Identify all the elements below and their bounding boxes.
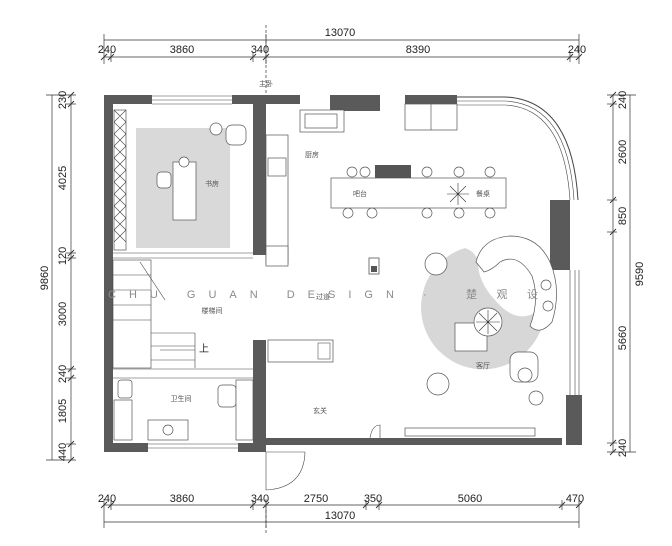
- dim-left-2: 120: [57, 247, 69, 265]
- dim-right-1: 2600: [617, 140, 629, 164]
- label-living-room: 客厅: [476, 361, 490, 370]
- bath-door: [369, 424, 381, 439]
- bathroom-fixtures: [113, 379, 254, 441]
- curved-sofa: [475, 235, 557, 331]
- label-study: 书房: [205, 179, 219, 188]
- side-table-icon: [528, 390, 544, 406]
- armchair-1: [424, 252, 448, 276]
- dim-bottom-total: 13070: [325, 510, 356, 522]
- curved-window: [457, 96, 579, 201]
- label-stair-room: 楼梯间: [202, 306, 223, 315]
- dim-left-6: 440: [57, 443, 69, 461]
- walls: [104, 95, 582, 452]
- dim-bottom-0: 240: [98, 493, 116, 505]
- shoe-cabinet: [267, 339, 334, 363]
- dim-right-4: 240: [617, 439, 629, 457]
- dim-bottom-5: 5060: [458, 493, 482, 505]
- study-chair: [156, 171, 172, 189]
- dim-left-5: 1805: [57, 399, 69, 423]
- right-window: [569, 270, 580, 395]
- dim-bottom-2: 340: [251, 493, 269, 505]
- tv-cabinet: [404, 427, 536, 437]
- bathroom-window: [148, 443, 238, 449]
- label-dining-table: 餐桌: [476, 189, 490, 198]
- study-plant-icon: [209, 122, 223, 136]
- kitchen-counter-left: [265, 134, 289, 264]
- dim-right-texts: 240 2600 850 5660 240 9590: [617, 91, 646, 457]
- coffee-table: [454, 322, 488, 352]
- living-furniture: [404, 235, 557, 437]
- dim-left-3: 3000: [57, 302, 69, 326]
- dim-right-2: 850: [617, 207, 629, 225]
- dim-top-1: 3860: [170, 44, 194, 56]
- dim-top-4: 240: [568, 44, 586, 56]
- study-furniture: [113, 109, 247, 251]
- study-window: [152, 95, 232, 105]
- dim-left-1: 4025: [57, 166, 69, 190]
- dim-top-total: 13070: [325, 27, 356, 39]
- dim-bottom-1: 3860: [170, 493, 194, 505]
- dim-top-2: 340: [251, 44, 269, 56]
- dim-bottom-3: 2750: [304, 493, 328, 505]
- dim-top-0: 240: [98, 44, 116, 56]
- label-corridor: 过道: [316, 292, 330, 301]
- bathtub: [217, 384, 237, 408]
- bathroom-cabinet: [235, 379, 254, 441]
- dim-right-total: 9590: [634, 262, 646, 286]
- dim-left-texts: 9860 230 4025 120 3000 240 1805 440: [39, 91, 69, 461]
- shower-tray: [113, 399, 133, 441]
- watermark-chinese: 楚 观 设: [466, 287, 546, 301]
- dim-left-total: 9860: [39, 266, 51, 290]
- wine-rack: [375, 165, 411, 178]
- bar-counter: [330, 177, 507, 209]
- label-kitchen: 厨房: [305, 150, 319, 159]
- sink-icon: [304, 113, 338, 129]
- dim-right-3: 5660: [617, 326, 629, 350]
- entrance-door: [265, 451, 306, 491]
- label-entrance: 玄关: [313, 406, 327, 415]
- label-master-bedroom: 主卧: [259, 79, 273, 88]
- dim-left-4: 240: [57, 365, 69, 383]
- dim-left-0: 230: [57, 91, 69, 109]
- dim-right-0: 240: [617, 91, 629, 109]
- desk-lamp-icon: [178, 156, 190, 168]
- toilet: [117, 379, 133, 399]
- dim-top-3: 8390: [406, 44, 430, 56]
- staircase: [112, 259, 196, 369]
- watermark-latin: CHU GUAN DESIGN ·: [108, 289, 440, 301]
- dim-bottom-4: 350: [364, 493, 382, 505]
- label-stair-up: 上: [199, 343, 209, 355]
- armchair-2: [426, 372, 450, 396]
- sink-basin-icon: [162, 424, 174, 436]
- dimension-ticks: [67, 53, 617, 509]
- fridge-column: [265, 245, 289, 267]
- stove-icon: [267, 157, 287, 177]
- study-desk: [172, 161, 197, 221]
- bar-dining: [330, 165, 507, 219]
- study-armchair: [225, 124, 247, 146]
- dim-bottom-6: 470: [566, 493, 584, 505]
- label-bar: 吧台: [353, 189, 367, 198]
- kitchen-counters: [265, 103, 458, 267]
- dining-centerpiece-icon: [447, 183, 469, 205]
- label-bathroom: 卫生间: [171, 394, 192, 403]
